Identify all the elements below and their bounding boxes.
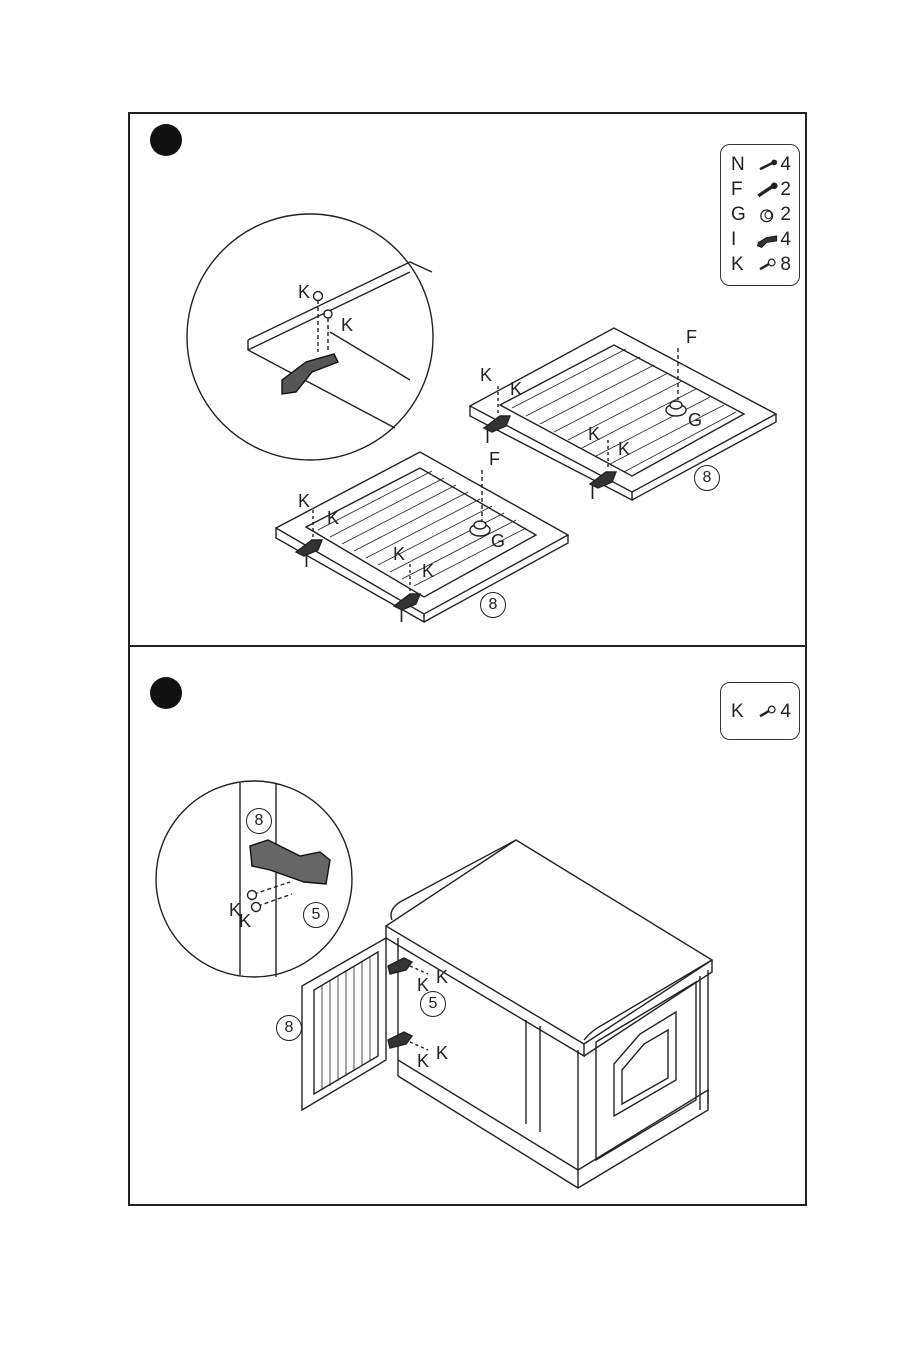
label-k: K [422, 562, 434, 580]
detail-magnifier-1 [187, 214, 433, 460]
label-k: K [480, 366, 492, 384]
label-i: I [304, 552, 309, 570]
panel-number-badge: 8 [480, 592, 506, 618]
label-k: K [618, 440, 630, 458]
label-k: K [298, 492, 310, 510]
label-k: K [239, 912, 251, 930]
label-k: K [436, 968, 448, 986]
cabinet-door-open [302, 938, 386, 1110]
label-k: K [298, 283, 310, 301]
door-panel-back [470, 328, 776, 500]
label-k: K [510, 380, 522, 398]
label-i: I [485, 428, 490, 446]
label-k: K [327, 509, 339, 527]
label-k: K [588, 425, 600, 443]
cabinet-top [386, 840, 712, 1056]
label-g: G [491, 532, 505, 550]
panel-number-badge: 5 [420, 991, 446, 1017]
detail-hinge [282, 292, 338, 395]
panel-number-badge: 8 [276, 1015, 302, 1041]
label-f: F [686, 328, 697, 346]
detail-hinge-2 [248, 840, 331, 912]
label-g: G [688, 411, 702, 429]
panel-number-badge: 5 [303, 902, 329, 928]
door-panel-front [276, 452, 568, 622]
label-f: F [489, 450, 500, 468]
label-k: K [436, 1044, 448, 1062]
label-k: K [393, 545, 405, 563]
panel-number-badge: 8 [694, 465, 720, 491]
label-k: K [417, 1052, 429, 1070]
label-i: I [590, 484, 595, 502]
detail-panel-corner [248, 262, 432, 428]
label-k: K [341, 316, 353, 334]
panel-number-badge: 8 [246, 808, 272, 834]
label-i: I [399, 607, 404, 625]
